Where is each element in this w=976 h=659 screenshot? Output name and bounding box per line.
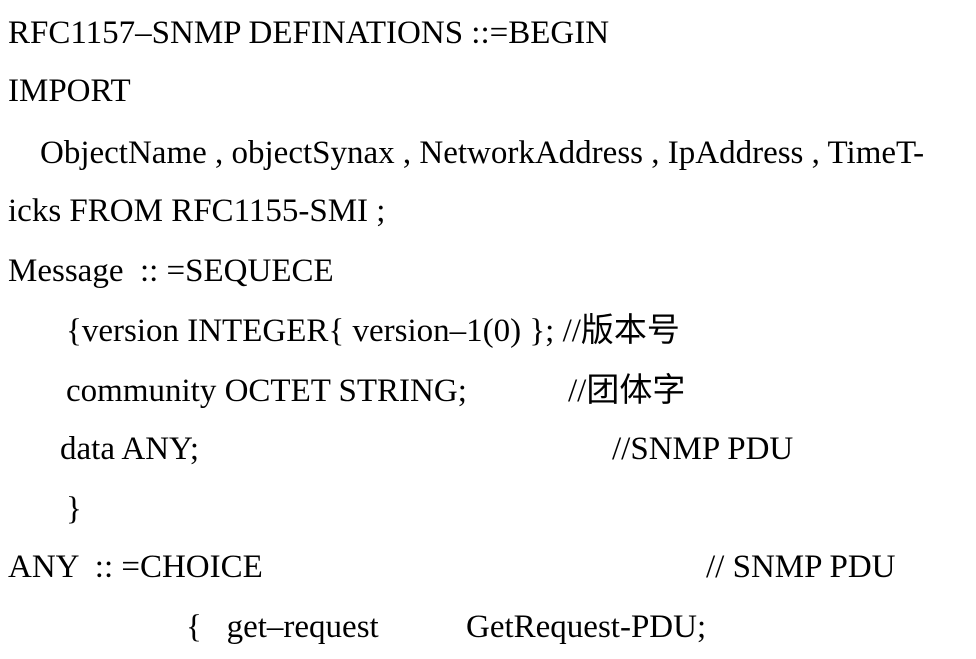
code-line-8-code: data ANY; <box>60 431 200 467</box>
code-line-10-comment: // SNMP PDU <box>706 549 896 585</box>
code-line-9: } <box>66 491 82 527</box>
code-line-5: Message :: =SEQUECE <box>8 253 334 289</box>
code-line-10-code: ANY :: =CHOICE <box>8 549 263 585</box>
code-line-2: IMPORT <box>8 73 131 109</box>
code-line-4: icks FROM RFC1155-SMI ; <box>8 193 386 229</box>
code-line-7-comment: //团体字 <box>568 373 686 409</box>
code-line-8-comment: //SNMP PDU <box>612 431 794 467</box>
code-line-7-code: community OCTET STRING; <box>66 373 467 409</box>
code-line-11-comment: GetRequest-PDU; <box>466 609 707 645</box>
code-line-3: ObjectName , objectSynax , NetworkAddres… <box>40 135 925 171</box>
code-line-1: RFC1157–SNMP DEFINATIONS ::=BEGIN <box>8 15 610 51</box>
code-line-6: {version INTEGER{ version–1(0) }; //版本号 <box>66 313 680 349</box>
code-line-11-code: { get–request <box>186 609 379 645</box>
